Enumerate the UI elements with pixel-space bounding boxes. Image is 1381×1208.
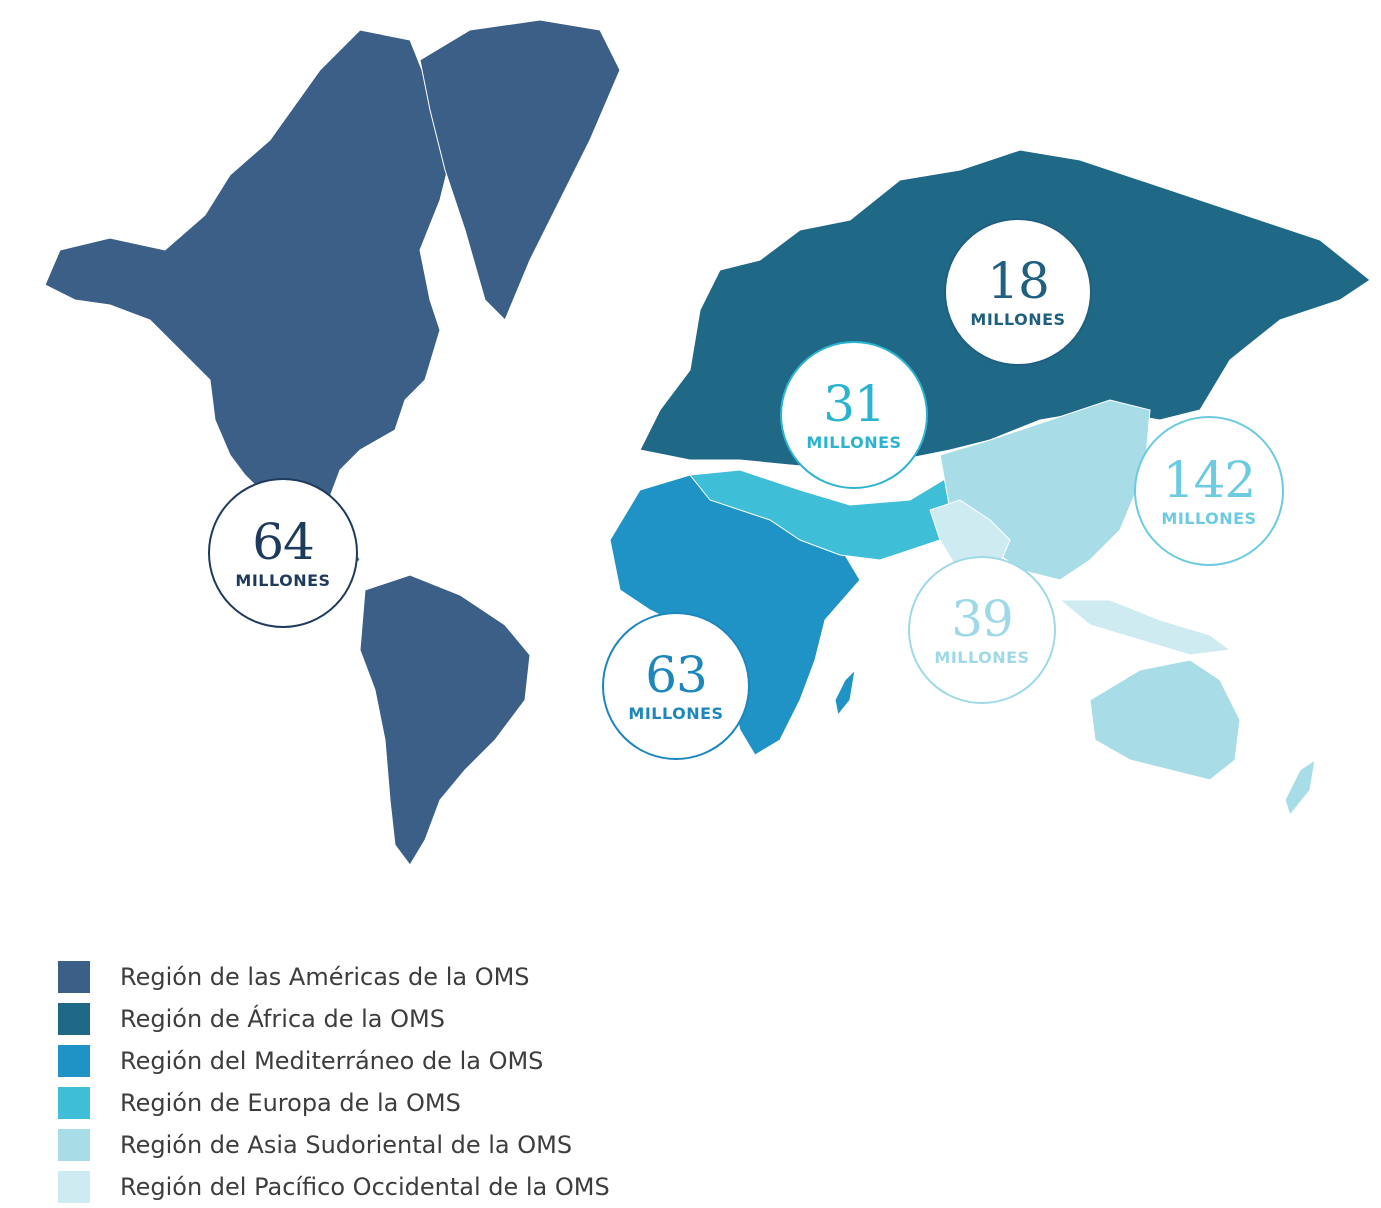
bubble-unit: MILLONES [970, 309, 1066, 329]
legend-item: Región de África de la OMS [58, 998, 610, 1040]
legend-item: Región de Europa de la OMS [58, 1082, 610, 1124]
bubble-africa: 63 MILLONES [602, 612, 750, 760]
region-north-america [44, 29, 456, 576]
bubble-unit: MILLONES [235, 570, 331, 590]
bubble-value: 18 [987, 251, 1050, 310]
bubble-value: 39 [951, 589, 1014, 648]
legend-item: Región de Asia Sudoriental de la OMS [58, 1124, 610, 1166]
bubble-unit: MILLONES [934, 647, 1030, 667]
bubble-unit: MILLONES [1161, 508, 1257, 528]
bubble-asia-south: 39 MILLONES [908, 556, 1056, 704]
legend-swatch [58, 1171, 90, 1203]
legend-swatch [58, 1087, 90, 1119]
legend-label: Región de Europa de la OMS [120, 1089, 461, 1117]
region-greenland [419, 19, 621, 321]
legend-swatch [58, 1003, 90, 1035]
legend-swatch [58, 1129, 90, 1161]
bubble-europe: 31 MILLONES [780, 341, 928, 489]
legend-swatch [58, 1045, 90, 1077]
bubble-value: 64 [252, 512, 315, 571]
legend-label: Región de África de la OMS [120, 1005, 445, 1033]
bubble-value: 63 [645, 645, 708, 704]
bubble-americas: 64 MILLONES [208, 478, 358, 628]
legend-label: Región de Asia Sudoriental de la OMS [120, 1131, 573, 1159]
legend-label: Región del Mediterráneo de la OMS [120, 1047, 544, 1075]
legend-label: Región de las Américas de la OMS [120, 963, 530, 991]
legend-swatch [58, 961, 90, 993]
region-australia [1089, 659, 1241, 781]
region-madagascar [834, 668, 856, 717]
region-south-america [359, 574, 531, 866]
bubble-europe-north: 18 MILLONES [944, 218, 1092, 366]
bubble-value: 31 [823, 374, 886, 433]
map-legend: Región de las Américas de la OMS Región … [58, 956, 610, 1208]
legend-item: Región del Mediterráneo de la OMS [58, 1040, 610, 1082]
bubble-value: 142 [1162, 450, 1256, 509]
region-new-zealand [1284, 758, 1316, 817]
legend-item: Región de las Américas de la OMS [58, 956, 610, 998]
bubble-unit: MILLONES [806, 432, 902, 452]
bubble-asia-east: 142 MILLONES [1134, 416, 1284, 566]
legend-label: Región del Pacífico Occidental de la OMS [120, 1173, 610, 1201]
bubble-unit: MILLONES [628, 703, 724, 723]
legend-item: Región del Pacífico Occidental de la OMS [58, 1166, 610, 1208]
region-indonesia [1058, 599, 1232, 656]
